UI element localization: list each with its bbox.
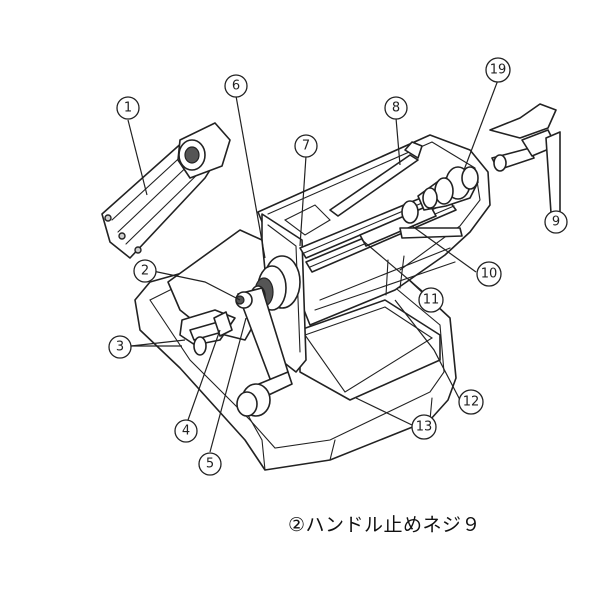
callout-3: 3 <box>108 335 132 359</box>
callout-11-label: 11 <box>423 293 440 308</box>
callout-19-label: 19 <box>490 63 507 78</box>
scraper <box>399 227 463 239</box>
callout-10: 10 <box>476 261 502 287</box>
tray <box>299 299 441 401</box>
callout-9-label: 9 <box>552 215 560 230</box>
callout-11: 11 <box>418 287 444 313</box>
callout-8-label: 8 <box>392 101 400 116</box>
guide-rod <box>329 141 423 217</box>
callout-6: 6 <box>224 74 248 98</box>
callout-6-label: 6 <box>232 79 240 94</box>
callout-1: 1 <box>116 96 140 120</box>
cutter-attachment <box>101 122 231 259</box>
callout-4: 4 <box>174 419 198 443</box>
callout-5-label: 5 <box>206 457 214 472</box>
callout-9: 9 <box>544 210 568 234</box>
callout-1-label: 1 <box>124 101 132 116</box>
cutter-shaft <box>359 200 437 247</box>
leader-lines <box>127 79 557 453</box>
callout-3-label: 3 <box>116 340 124 355</box>
crank-handle <box>235 287 293 417</box>
callout-7: 7 <box>294 134 318 158</box>
callout-13: 13 <box>411 414 437 440</box>
callout-10-label: 10 <box>481 267 498 282</box>
callout-8: 8 <box>384 96 408 120</box>
side-clamp <box>489 103 561 229</box>
callout-12-label: 12 <box>463 395 480 410</box>
callout-19: 19 <box>485 57 511 83</box>
part-caption: ②ハンドル止めネジ９ <box>288 514 482 536</box>
callout-13-label: 13 <box>416 420 433 435</box>
callout-7-label: 7 <box>302 139 310 154</box>
callout-12: 12 <box>458 389 484 415</box>
callout-4-label: 4 <box>182 424 190 439</box>
clamp <box>179 309 236 356</box>
adjustment-knob <box>417 166 479 211</box>
callout-2: 2 <box>133 259 157 283</box>
callout-5: 5 <box>198 452 222 476</box>
callout-2-label: 2 <box>141 264 149 279</box>
